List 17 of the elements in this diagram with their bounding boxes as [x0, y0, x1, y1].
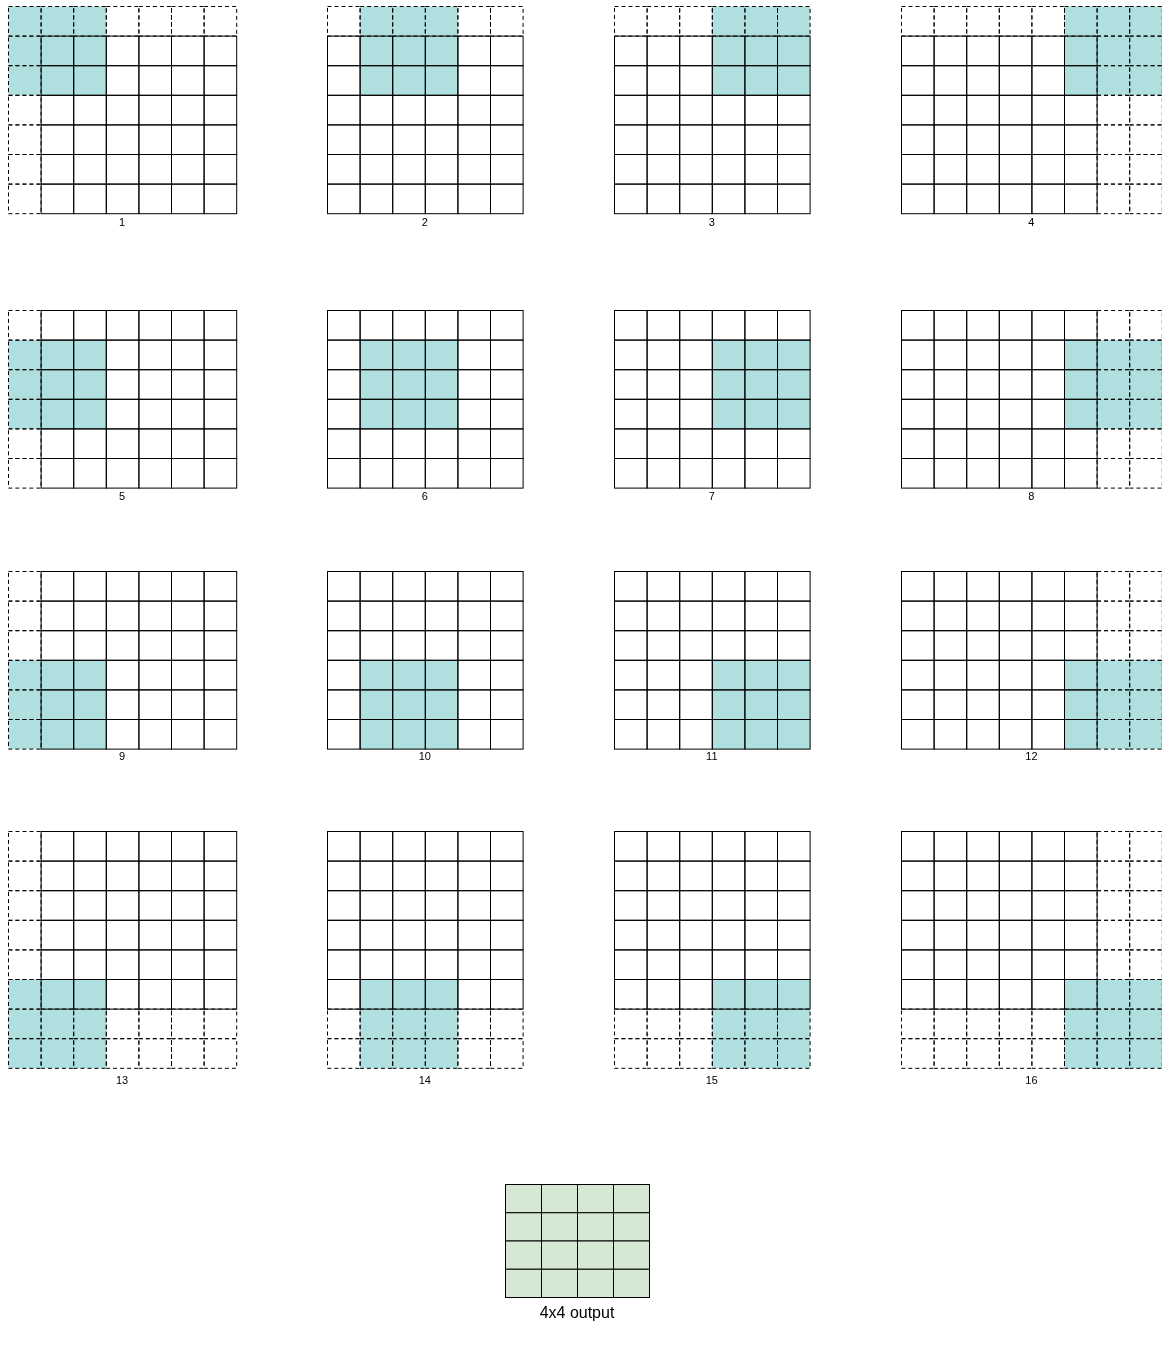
grid-number: 5 — [119, 491, 126, 502]
grid-number: 7 — [708, 491, 715, 502]
grid-number: 4 — [1028, 217, 1035, 228]
grid-number: 15 — [705, 1075, 718, 1086]
grid-number: 16 — [1025, 1075, 1038, 1086]
grid-number: 6 — [421, 491, 428, 502]
grid-number: 13 — [115, 1075, 129, 1086]
grid-number: 14 — [418, 1075, 431, 1086]
grid-number: 11 — [706, 751, 718, 762]
grid-number: 10 — [418, 751, 431, 762]
grid-number: 8 — [1028, 491, 1035, 502]
grid-number: 3 — [708, 217, 715, 228]
grid-number: 12 — [1025, 751, 1038, 762]
grid-number: 1 — [119, 217, 126, 228]
output-caption: 4x4 output — [539, 1305, 615, 1321]
grid-number: 2 — [421, 217, 428, 228]
grid-number: 9 — [119, 751, 126, 762]
